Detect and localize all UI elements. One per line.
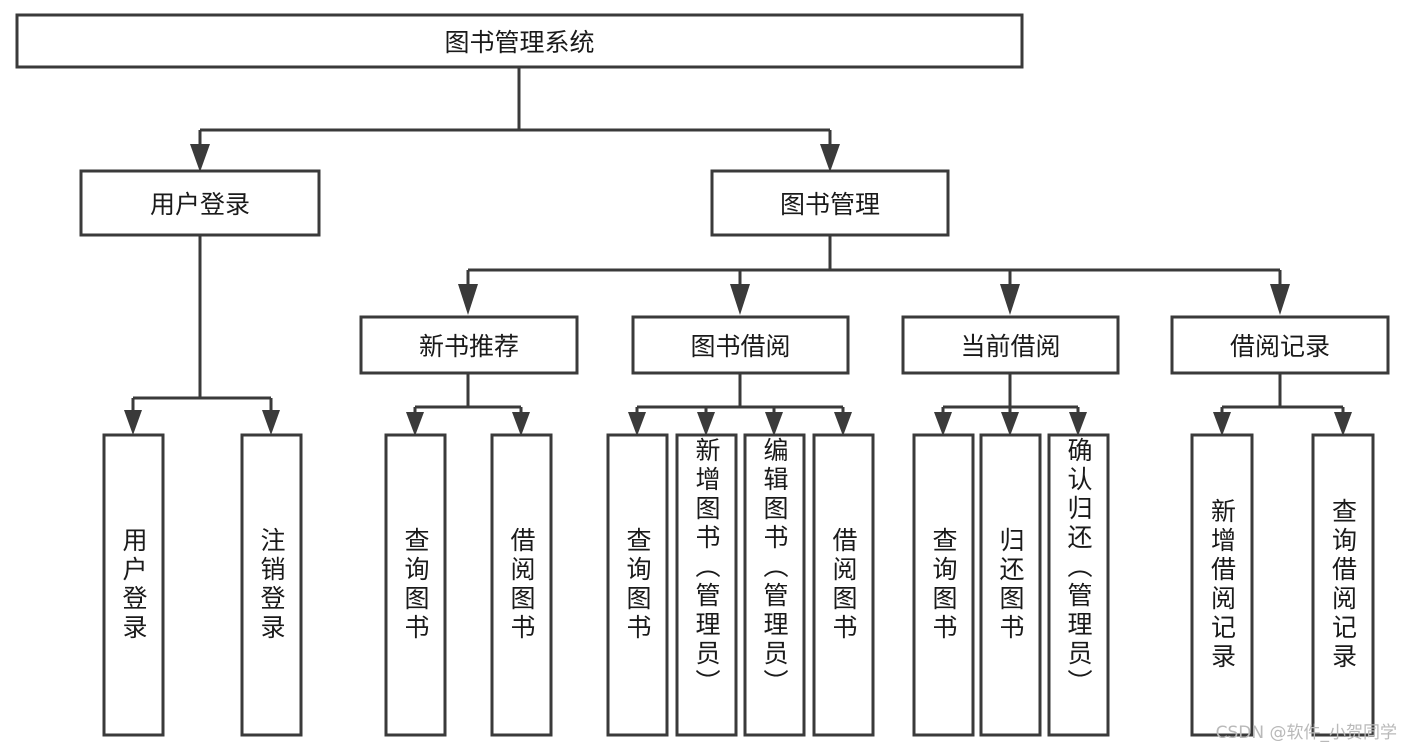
node-box-borrow-record[interactable] — [1170, 315, 1390, 375]
node-box-user-login[interactable] — [79, 169, 321, 237]
arrow-head-currentborrow-leaf-1 — [1001, 412, 1019, 436]
node-box-leaf-new-book-0[interactable] — [384, 433, 447, 737]
arrow-head-bookborrow-leaf-0 — [628, 412, 646, 436]
node-box-root[interactable] — [15, 13, 1024, 69]
node-box-leaf-current-borrow-1[interactable] — [979, 433, 1042, 737]
arrow-head-bookborrow-leaf-3 — [834, 412, 852, 436]
connector-group-current-borrow — [934, 373, 1087, 436]
arrow-head-to-book-borrow — [730, 284, 750, 315]
arrow-head-user-login-leaf-0 — [124, 410, 142, 435]
node-box-leaf-user-login-1[interactable] — [240, 433, 303, 737]
node-box-leaf-current-borrow-2[interactable] — [1047, 433, 1110, 737]
arrow-head-to-book-mgmt — [820, 144, 840, 172]
arrow-head-to-current-borrow — [1000, 284, 1020, 315]
node-box-leaf-new-book-1[interactable] — [490, 433, 553, 737]
arrow-head-to-new-book — [458, 284, 478, 315]
arrow-head-borrowrecord-leaf-1 — [1334, 412, 1352, 436]
arrow-head-borrowrecord-leaf-0 — [1213, 412, 1231, 436]
arrow-head-user-login-leaf-1 — [262, 410, 280, 435]
node-box-leaf-book-borrow-3[interactable] — [812, 433, 875, 737]
arrow-head-to-user-login — [190, 144, 210, 172]
arrow-head-currentborrow-leaf-0 — [934, 412, 952, 436]
arrow-head-bookborrow-leaf-2 — [765, 412, 783, 436]
node-box-leaf-book-borrow-2[interactable] — [743, 433, 806, 737]
node-box-current-borrow[interactable] — [901, 315, 1120, 375]
connector-group-borrow-record — [1213, 373, 1352, 436]
node-box-leaf-borrow-record-1[interactable] — [1311, 433, 1375, 737]
arrow-head-currentborrow-leaf-2 — [1069, 412, 1087, 436]
node-box-book-borrow[interactable] — [631, 315, 850, 375]
connector-group-user-login — [124, 235, 280, 435]
arrow-head-newbook-leaf-0 — [406, 412, 424, 436]
node-box-leaf-borrow-record-0[interactable] — [1190, 433, 1254, 737]
arrow-head-bookborrow-leaf-1 — [697, 412, 715, 436]
connector-group-root — [190, 68, 840, 172]
arrow-head-to-borrow-record — [1270, 284, 1290, 315]
connector-group-book-borrow — [628, 373, 852, 436]
node-box-leaf-book-borrow-1[interactable] — [675, 433, 738, 737]
node-box-book-management[interactable] — [710, 169, 950, 237]
node-box-new-book-recommend[interactable] — [359, 315, 579, 375]
node-box-leaf-user-login-0[interactable] — [102, 433, 165, 737]
node-box-leaf-current-borrow-0[interactable] — [912, 433, 975, 737]
arrow-head-newbook-leaf-1 — [512, 412, 530, 436]
connector-group-new-book-recommend — [406, 373, 530, 436]
node-box-leaf-book-borrow-0[interactable] — [606, 433, 669, 737]
connector-group-book-mgmt — [458, 235, 1290, 315]
